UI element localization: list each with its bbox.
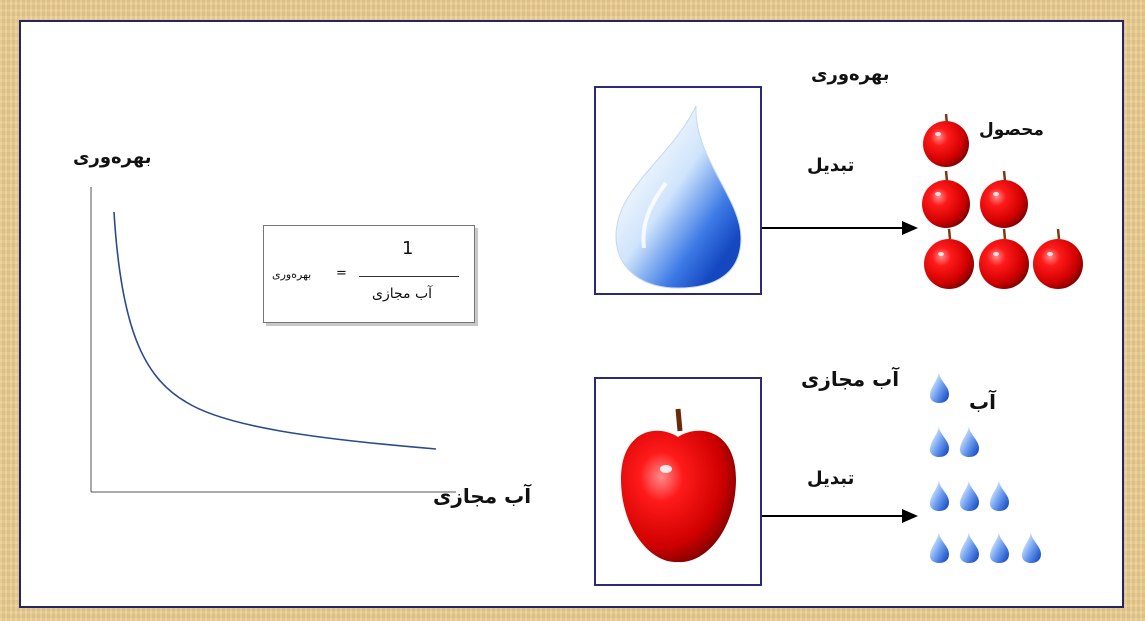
water-drop-icon xyxy=(929,426,949,457)
apple-icon xyxy=(1033,228,1083,289)
water-drop-icon xyxy=(989,480,1009,511)
apple-icon xyxy=(923,113,969,167)
formula-numerator: 1 xyxy=(402,238,414,259)
water-drop-icon xyxy=(929,372,949,403)
inverse-curve xyxy=(113,211,437,450)
diagram-panel: بهره‌وری آب مجازی بهره‌وری = 1 آب مجازی … xyxy=(19,20,1124,608)
apple-icon xyxy=(980,170,1028,228)
apple-icon xyxy=(924,228,974,289)
water-drop-icon xyxy=(959,532,979,563)
formula-equals: = xyxy=(336,266,347,281)
bottom-flow-title: آب مجازی xyxy=(801,367,900,391)
top-arrow-label: تبدیل xyxy=(807,155,855,176)
top-arrow xyxy=(762,221,918,235)
water-drop-icon xyxy=(959,480,979,511)
water-drop-box xyxy=(594,86,762,295)
bottom-arrow-label: تبدیل xyxy=(807,468,855,489)
water-drop-icon xyxy=(1021,532,1041,563)
water-drops-pyramid xyxy=(929,372,1041,563)
graph-plot xyxy=(90,187,456,493)
graph-y-axis-label: بهره‌وری xyxy=(73,147,152,168)
formula-box: بهره‌وری = 1 آب مجازی xyxy=(263,225,475,323)
formula-denominator: آب مجازی xyxy=(372,286,433,302)
bottom-arrow xyxy=(762,509,918,523)
top-flow-title: بهره‌وری xyxy=(811,64,890,85)
apple-icon xyxy=(621,408,736,563)
water-drop-icon xyxy=(989,532,1009,563)
apple-box xyxy=(594,377,762,586)
apple-icon xyxy=(922,170,970,228)
water-drop-icon xyxy=(615,105,742,289)
top-output-label: محصول xyxy=(979,120,1044,140)
graph-x-axis-label: آب مجازی xyxy=(433,484,532,508)
apples-pyramid xyxy=(922,113,1083,289)
water-drop-icon xyxy=(959,426,979,457)
formula-fraction-bar xyxy=(359,276,459,277)
water-drop-icon xyxy=(929,532,949,563)
bottom-output-label: آب xyxy=(969,390,996,414)
water-drop-icon xyxy=(929,480,949,511)
formula-lhs: بهره‌وری xyxy=(272,268,312,281)
apple-icon xyxy=(979,228,1029,289)
